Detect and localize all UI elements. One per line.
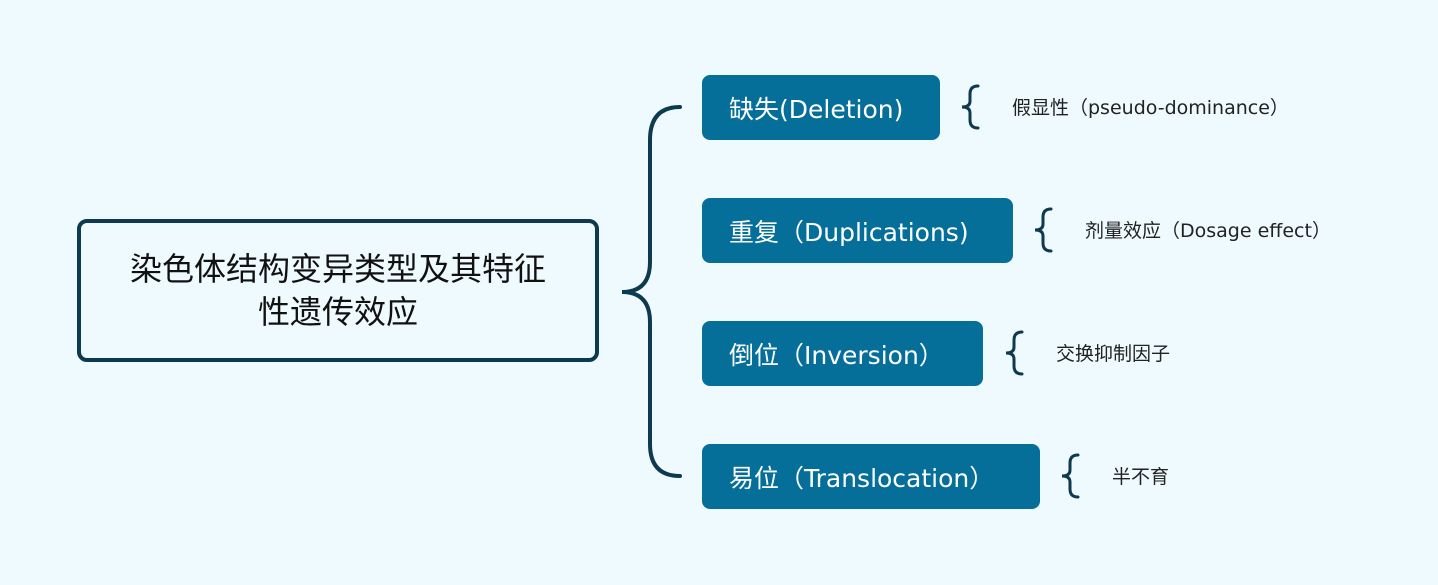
brace-icon: [1005, 330, 1024, 376]
branch-label: 重复（Duplications): [729, 217, 969, 247]
brace-icon: [1061, 453, 1080, 499]
root-topic[interactable]: 染色体结构变异类型及其特征性遗传效应: [77, 219, 599, 362]
note-deletion: 假显性（pseudo-dominance）: [1012, 97, 1289, 119]
branch-label: 缺失(Deletion): [729, 94, 904, 124]
note-translocation: 半不育: [1112, 466, 1170, 488]
branch-node-deletion[interactable]: 缺失(Deletion): [702, 75, 940, 140]
branch-node-translocation[interactable]: 易位（Translocation）: [702, 444, 1040, 509]
note-duplication: 剂量效应（Dosage effect）: [1085, 220, 1331, 242]
branch-label: 倒位（Inversion）: [729, 340, 944, 370]
root-title: 染色体结构变异类型及其特征性遗传效应: [129, 249, 546, 331]
brace-icon: [1034, 207, 1053, 253]
note-inversion: 交换抑制因子: [1056, 343, 1171, 365]
brace-icon: [961, 84, 980, 130]
main-brace: [621, 105, 682, 478]
branch-label: 易位（Translocation）: [729, 463, 995, 493]
branch-node-duplication[interactable]: 重复（Duplications): [702, 198, 1013, 263]
branch-node-inversion[interactable]: 倒位（Inversion）: [702, 321, 983, 386]
